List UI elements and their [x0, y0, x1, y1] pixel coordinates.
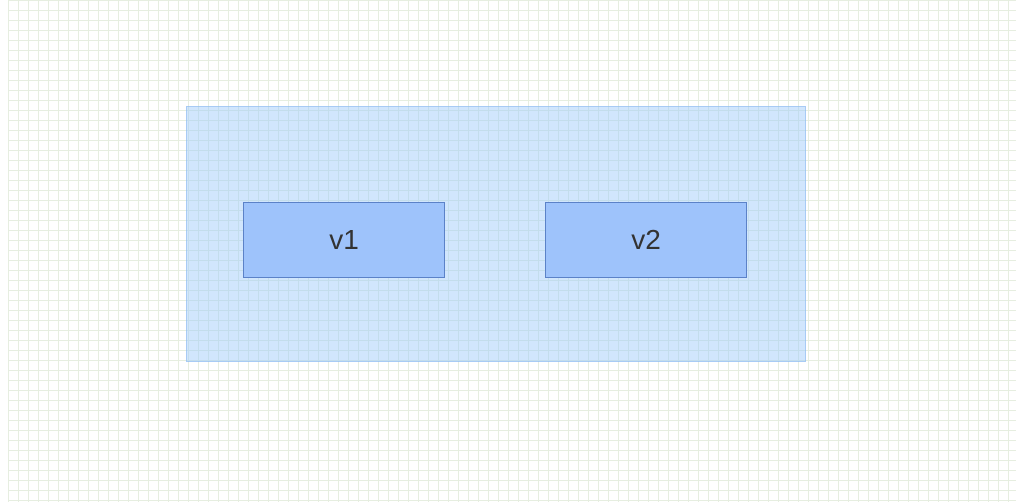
- node-v2[interactable]: v2: [545, 202, 747, 278]
- node-v1-label: v1: [329, 224, 359, 255]
- diagram-canvas[interactable]: v1 v2: [8, 0, 1016, 502]
- node-v1[interactable]: v1: [243, 202, 445, 278]
- node-v2-label: v2: [631, 224, 661, 255]
